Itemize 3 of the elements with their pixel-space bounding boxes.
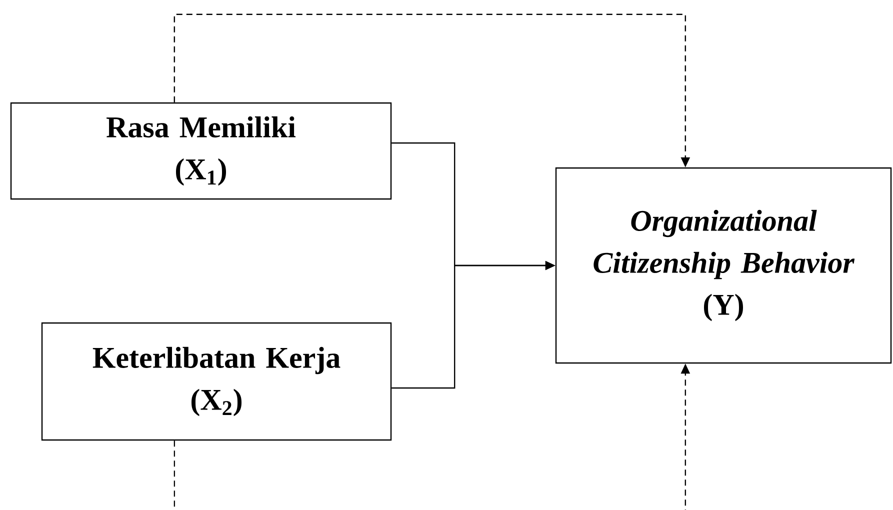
box: Rasa Memiliki (X$_{1}$)	[10, 102, 392, 200]
box: Keterlibatan Kerja (X$_{2}$)	[41, 322, 392, 441]
box: Organizational Citizenship Behavior (Y)	[555, 167, 892, 364]
